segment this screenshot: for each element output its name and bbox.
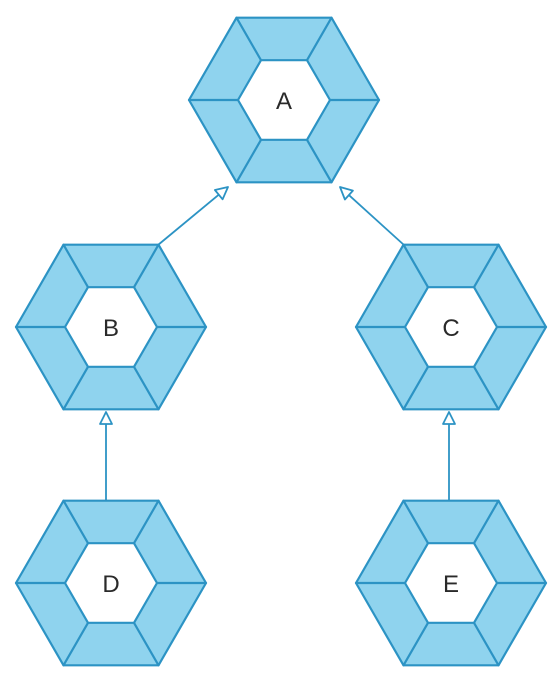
node-d-spoke — [62, 621, 90, 667]
node-d-spoke — [62, 499, 90, 545]
node-b: B — [14, 243, 208, 411]
edge-c-to-a-arrowhead — [339, 186, 354, 201]
node-d-spoke — [132, 499, 160, 545]
node-b-inner-hexagon — [63, 286, 159, 368]
node-c-spoke — [402, 365, 430, 411]
edge-c-to-a-line — [348, 194, 405, 246]
node-e: E — [354, 499, 548, 667]
node-b-label: B — [103, 315, 119, 342]
node-e-spoke — [472, 499, 500, 545]
node-a-spoke — [305, 16, 333, 62]
node-c-spoke — [402, 243, 430, 289]
node-d: D — [14, 499, 208, 667]
node-a-label: A — [276, 88, 292, 115]
node-a: A — [187, 16, 381, 184]
node-d-label: D — [102, 571, 119, 598]
node-d-spoke — [132, 621, 160, 667]
node-e-spoke — [402, 621, 430, 667]
nodes-layer: A B C D E — [14, 16, 548, 667]
node-e-label: E — [443, 571, 459, 598]
edge-e-to-c — [442, 411, 456, 501]
node-a-inner-hexagon — [236, 59, 332, 141]
node-c-spoke — [472, 243, 500, 289]
node-c-spoke — [472, 365, 500, 411]
node-e-spoke — [472, 621, 500, 667]
edge-e-to-c-arrowhead — [442, 411, 456, 425]
node-b-spoke — [132, 243, 160, 289]
node-b-spoke — [62, 243, 90, 289]
edge-c-to-a — [339, 186, 405, 246]
node-e-spoke — [402, 499, 430, 545]
node-a-spoke — [305, 138, 333, 184]
edge-b-to-a-arrowhead — [213, 186, 229, 201]
edges-layer — [99, 186, 456, 501]
node-a-spoke — [235, 16, 263, 62]
node-c-inner-hexagon — [403, 286, 499, 368]
node-c: C — [354, 243, 548, 411]
node-b-spoke — [62, 365, 90, 411]
edge-d-to-b — [99, 411, 113, 501]
node-b-spoke — [132, 365, 160, 411]
node-e-inner-hexagon — [403, 542, 499, 624]
node-c-label: C — [442, 315, 459, 342]
node-a-spoke — [235, 138, 263, 184]
node-d-inner-hexagon — [63, 542, 159, 624]
edge-d-to-b-arrowhead — [99, 411, 113, 425]
edge-b-to-a-line — [157, 193, 220, 246]
edge-b-to-a — [157, 186, 229, 246]
